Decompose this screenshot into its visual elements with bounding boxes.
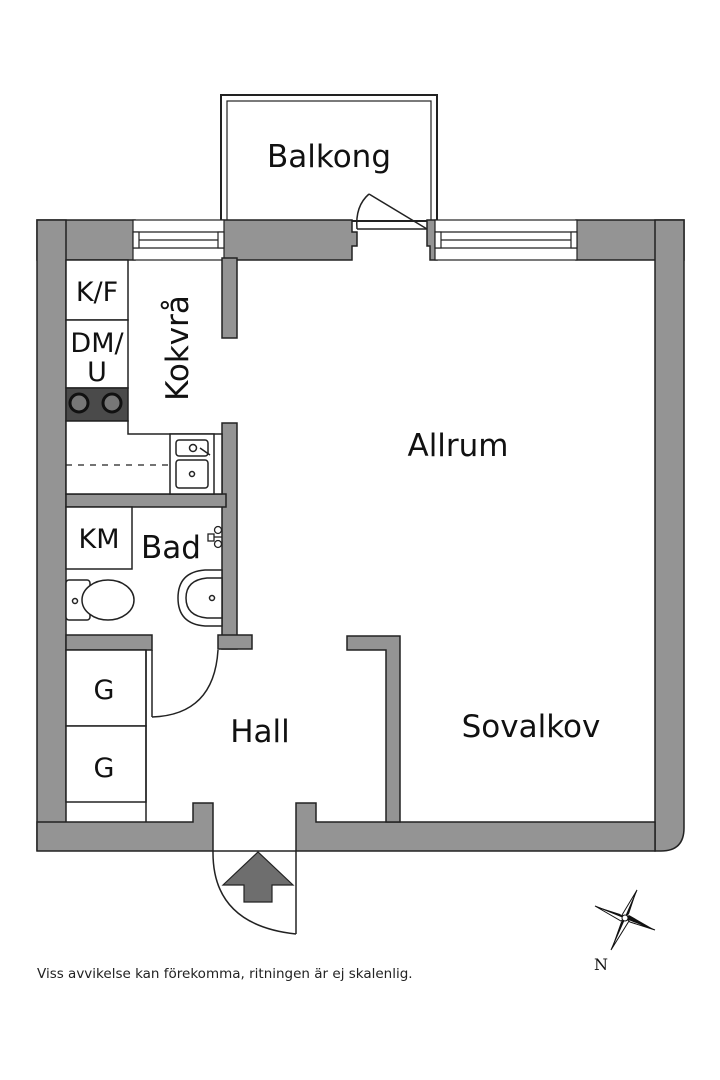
shower-tap-icon [207, 525, 223, 549]
washing-machine-label: KM [78, 524, 119, 555]
dishwasher-label-line2: U [87, 357, 107, 388]
room-label-sleeping-alcove: Sovalkov [462, 709, 601, 745]
window-living-room [434, 219, 578, 261]
room-label-living: Allrum [407, 428, 508, 464]
balcony-door [356, 193, 428, 230]
kitchen-sink-icon [169, 433, 215, 495]
room-label-kitchen-nook: Kokvrå [160, 295, 196, 401]
balcony [220, 94, 438, 222]
room-label-balcony: Balkong [267, 139, 391, 175]
compass-rose-icon [594, 889, 656, 951]
dishwasher-label-line1: DM/ [70, 328, 124, 359]
entrance-door [212, 850, 297, 935]
bathroom-door [151, 649, 219, 718]
window-kitchen [132, 219, 225, 261]
north-label: N [594, 955, 608, 974]
disclaimer-text: Viss avvikelse kan förekomma, ritningen … [37, 966, 413, 982]
fridge-freezer-label: K/F [76, 277, 118, 308]
toilet-icon [65, 579, 135, 621]
wardrobes [65, 649, 147, 822]
room-label-bathroom: Bad [141, 530, 201, 566]
entrance-arrow-icon [221, 851, 295, 903]
interior-walls [65, 257, 401, 823]
wardrobe-label-1: G [94, 675, 115, 706]
stove-burners [68, 392, 123, 414]
washing-machine-box [65, 506, 133, 570]
washbasin-icon [177, 569, 223, 627]
room-label-hall: Hall [230, 714, 290, 750]
wardrobe-label-2: G [94, 753, 115, 784]
